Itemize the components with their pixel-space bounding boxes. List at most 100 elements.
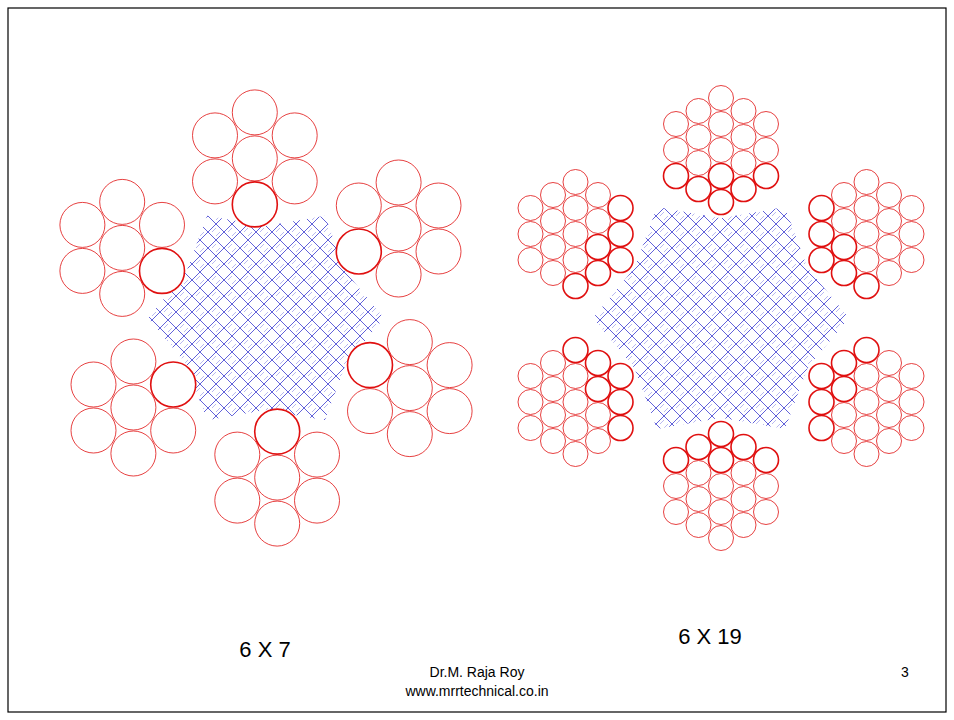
wire bbox=[809, 416, 834, 441]
wire bbox=[854, 274, 879, 299]
wire bbox=[664, 138, 689, 163]
wire bbox=[563, 416, 588, 441]
wire bbox=[255, 455, 300, 500]
wire bbox=[731, 177, 756, 202]
wire bbox=[854, 364, 879, 389]
wire bbox=[854, 196, 879, 221]
wire bbox=[709, 526, 734, 551]
wire bbox=[100, 271, 145, 316]
wire bbox=[193, 159, 238, 204]
wire bbox=[809, 222, 834, 247]
wire bbox=[541, 235, 566, 260]
wire bbox=[854, 248, 879, 273]
wire bbox=[608, 390, 633, 415]
wire bbox=[854, 390, 879, 415]
wire bbox=[348, 343, 393, 388]
rope-label: 6 X 19 bbox=[678, 624, 742, 649]
wire bbox=[563, 170, 588, 195]
wire bbox=[899, 416, 924, 441]
wire bbox=[709, 448, 734, 473]
wire bbox=[518, 222, 543, 247]
wire bbox=[832, 261, 857, 286]
wire bbox=[336, 183, 381, 228]
wire bbox=[272, 113, 317, 158]
wire bbox=[151, 362, 196, 407]
wire bbox=[376, 206, 421, 251]
wire bbox=[541, 351, 566, 376]
wire bbox=[854, 222, 879, 247]
wire bbox=[832, 209, 857, 234]
wire bbox=[709, 500, 734, 525]
wire bbox=[541, 209, 566, 234]
wire bbox=[809, 390, 834, 415]
wire bbox=[151, 408, 196, 453]
wire bbox=[215, 478, 260, 523]
wire bbox=[376, 160, 421, 205]
wire bbox=[586, 351, 611, 376]
wire bbox=[348, 389, 393, 434]
wire bbox=[664, 448, 689, 473]
wire bbox=[709, 138, 734, 163]
wire bbox=[586, 377, 611, 402]
wire bbox=[877, 183, 902, 208]
wire bbox=[563, 248, 588, 273]
wire bbox=[899, 222, 924, 247]
wire bbox=[255, 409, 300, 454]
wire bbox=[754, 138, 779, 163]
author-footer: Dr.M. Raja Roy bbox=[430, 664, 525, 680]
wire bbox=[427, 343, 472, 388]
wire bbox=[709, 190, 734, 215]
wire bbox=[809, 196, 834, 221]
wire bbox=[664, 474, 689, 499]
wire bbox=[731, 125, 756, 150]
wire bbox=[295, 478, 340, 523]
wire bbox=[686, 99, 711, 124]
wire bbox=[272, 159, 317, 204]
wire bbox=[60, 248, 105, 293]
wire bbox=[518, 196, 543, 221]
wire bbox=[832, 235, 857, 260]
wire bbox=[754, 164, 779, 189]
wire bbox=[586, 403, 611, 428]
wire bbox=[541, 377, 566, 402]
wire bbox=[586, 235, 611, 260]
wire bbox=[232, 90, 277, 135]
wire bbox=[709, 86, 734, 111]
wire bbox=[832, 403, 857, 428]
wire bbox=[854, 442, 879, 467]
wire bbox=[877, 377, 902, 402]
wire bbox=[586, 209, 611, 234]
wire bbox=[518, 364, 543, 389]
wire bbox=[518, 390, 543, 415]
wire bbox=[754, 474, 779, 499]
wire bbox=[709, 474, 734, 499]
wire bbox=[541, 261, 566, 286]
wire bbox=[854, 338, 879, 363]
wire bbox=[686, 125, 711, 150]
fibre-core bbox=[148, 216, 384, 420]
wire bbox=[731, 99, 756, 124]
wire bbox=[686, 487, 711, 512]
wire bbox=[60, 202, 105, 247]
wire bbox=[387, 320, 432, 365]
wire bbox=[215, 432, 260, 477]
wire bbox=[232, 136, 277, 181]
wire bbox=[809, 248, 834, 273]
wire bbox=[111, 339, 156, 384]
fibre-core bbox=[593, 207, 849, 429]
wire bbox=[731, 435, 756, 460]
wire bbox=[608, 364, 633, 389]
wire bbox=[255, 501, 300, 546]
wire bbox=[877, 261, 902, 286]
wire bbox=[731, 151, 756, 176]
wire bbox=[686, 513, 711, 538]
wire bbox=[664, 500, 689, 525]
wire bbox=[754, 112, 779, 137]
wire bbox=[899, 364, 924, 389]
wire bbox=[563, 364, 588, 389]
wire bbox=[427, 389, 472, 434]
rope-label: 6 X 7 bbox=[239, 637, 290, 662]
wire bbox=[877, 235, 902, 260]
wire bbox=[686, 177, 711, 202]
